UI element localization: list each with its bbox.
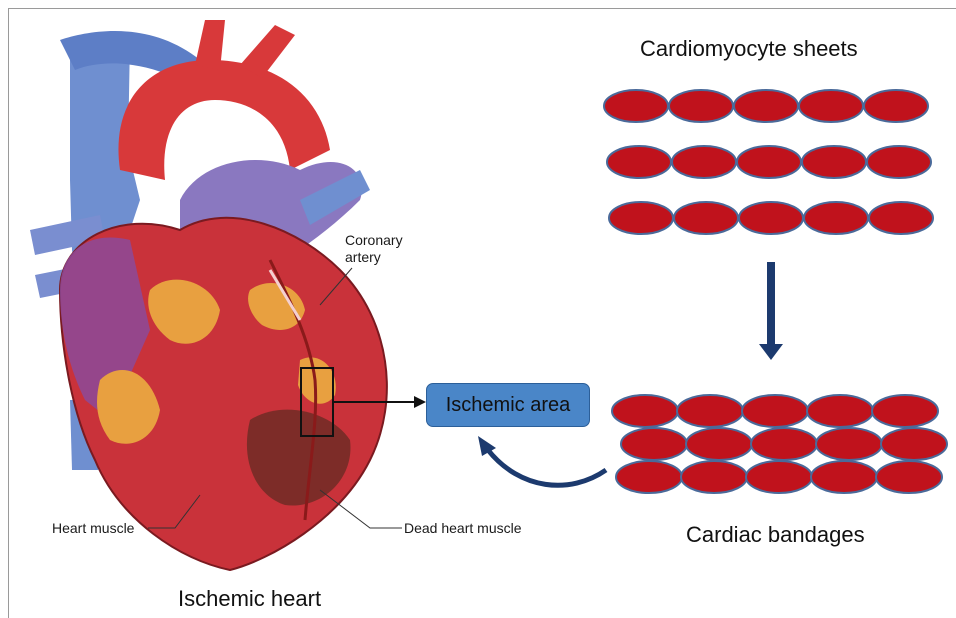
cardiomyocyte-sheets (604, 90, 933, 234)
bandage-cell-r1-c4 (807, 395, 873, 427)
sheet-cell-r2-c3 (737, 146, 801, 178)
sheet-cell-r3-c2 (674, 202, 738, 234)
bandage-cell-r2-c1 (621, 428, 687, 460)
ischemic-area-box: Ischemic area (426, 383, 590, 427)
aorta-branch-1 (195, 20, 225, 70)
sheets-title: Cardiomyocyte sheets (640, 36, 858, 62)
sheet-cell-r2-c5 (867, 146, 931, 178)
heart-title: Ischemic heart (178, 586, 321, 612)
bandages-title: Cardiac bandages (686, 522, 865, 548)
bandage-cell-r3-c1 (616, 461, 682, 493)
sheet-cell-r2-c4 (802, 146, 866, 178)
bandage-cell-r3-c2 (681, 461, 747, 493)
heart-muscle-label: Heart muscle (52, 520, 134, 536)
bandage-cell-r3-c5 (876, 461, 942, 493)
sheet-cell-r2-c2 (672, 146, 736, 178)
bandage-cell-r2-c2 (686, 428, 752, 460)
bandage-cell-r2-c3 (751, 428, 817, 460)
down-arrow-head (759, 344, 783, 360)
bandage-cell-r2-c4 (816, 428, 882, 460)
bandage-cell-r1-c2 (677, 395, 743, 427)
ischemic-area-label: Ischemic area (446, 394, 571, 417)
marker-to-box-arrowhead (414, 396, 426, 408)
sheet-cell-r1-c4 (799, 90, 863, 122)
aortic-arch (118, 60, 330, 180)
coronary-artery-text: Coronary artery (345, 232, 403, 265)
bandage-cell-r1-c3 (742, 395, 808, 427)
sheet-cell-r3-c4 (804, 202, 868, 234)
coronary-artery-label: Coronary artery (345, 232, 403, 266)
cardiac-bandage (612, 395, 947, 493)
down-arrow-shaft (767, 262, 775, 350)
bandage-cell-r3-c3 (746, 461, 812, 493)
bandage-cell-r1-c1 (612, 395, 678, 427)
sheet-cell-r3-c3 (739, 202, 803, 234)
sheet-cell-r1-c5 (864, 90, 928, 122)
bandage-cell-r3-c4 (811, 461, 877, 493)
bandage-cell-r2-c5 (881, 428, 947, 460)
dead-heart-muscle-label: Dead heart muscle (404, 520, 522, 536)
bandage-cell-r1-c5 (872, 395, 938, 427)
sheet-cell-r1-c1 (604, 90, 668, 122)
sheet-cell-r1-c2 (669, 90, 733, 122)
sheet-cell-r2-c1 (607, 146, 671, 178)
sheet-cell-r3-c5 (869, 202, 933, 234)
curved-arrow-body (488, 450, 606, 485)
sheet-cell-r3-c1 (609, 202, 673, 234)
sheet-cell-r1-c3 (734, 90, 798, 122)
